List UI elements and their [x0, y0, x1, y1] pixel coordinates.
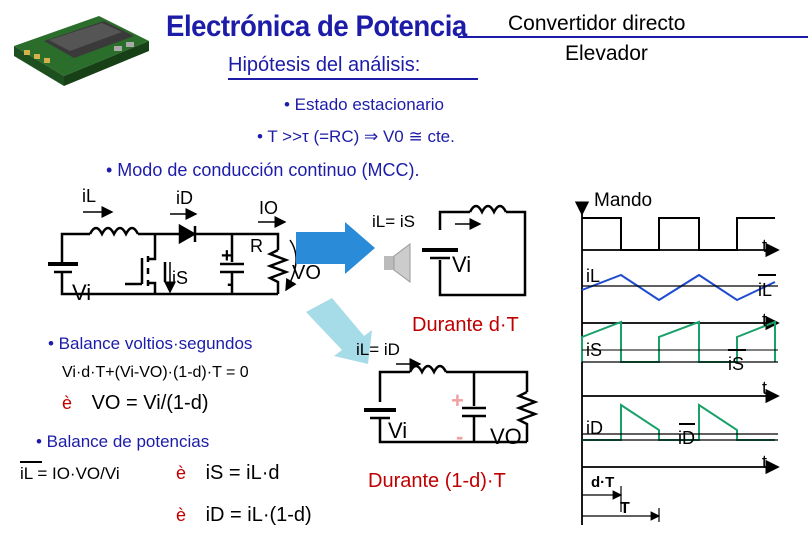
- t-label-4: t: [762, 452, 768, 472]
- arrow-off-state: [306, 298, 372, 364]
- id-result: è iD = iL·(1-d): [176, 504, 312, 526]
- volt-second-equation: Vi·d·T+(Vi-VO)·(1-d)·T = 0: [62, 364, 249, 381]
- is-result: è iS = iL·d: [176, 462, 280, 484]
- off-state-circuit: [364, 364, 539, 444]
- mando-label: Mando: [594, 190, 653, 211]
- volt-second-balance: • Balance voltios·segundos: [48, 334, 253, 353]
- t-label-2: t: [762, 310, 768, 330]
- off-state-vi: Vi: [388, 418, 408, 443]
- svg-text:+: +: [221, 245, 233, 267]
- wave-is-label: iS: [586, 340, 603, 360]
- boost-circuit: [48, 223, 290, 296]
- hypothesis-underline: [228, 78, 478, 80]
- arrow-on-state: [296, 222, 375, 274]
- wave-id-label: iD: [586, 418, 603, 438]
- on-state-caption: Durante d·T: [412, 314, 519, 336]
- arrow-glyph: è: [176, 505, 187, 525]
- off-state-caption: Durante (1-d)·T: [368, 470, 506, 492]
- assumption-steady-state: • Estado estacionario: [284, 95, 444, 114]
- arrow-glyph: è: [62, 393, 73, 413]
- mando-wave: [582, 217, 775, 251]
- off-state-current: iL= iD: [356, 340, 400, 359]
- on-state-circuit: [422, 204, 527, 297]
- circuit-vo-label: VO: [292, 262, 321, 284]
- t-label-1: t: [762, 236, 768, 256]
- period-label: T: [620, 500, 630, 517]
- hypothesis-heading: Hipótesis del análisis:: [228, 54, 421, 76]
- on-state-current: iL= iS: [372, 212, 415, 231]
- svg-text:-: -: [456, 424, 463, 449]
- circuit-il-label: iL: [82, 186, 97, 206]
- speaker-icon: [384, 243, 411, 283]
- wave-il-avg-label: iL: [758, 280, 773, 300]
- subtitle-line2: Elevador: [565, 42, 648, 65]
- circuit-id-label: iD: [176, 188, 193, 208]
- logo-image: [4, 6, 154, 90]
- on-state-vi: Vi: [452, 252, 472, 277]
- is-wave: [581, 320, 776, 363]
- off-state-vo: VO: [490, 424, 522, 449]
- title-rule: [458, 36, 808, 38]
- il-wave: [581, 273, 776, 302]
- wave-is-avg-label: iS: [728, 354, 745, 374]
- circuit-io-label: IO: [259, 198, 279, 218]
- wave-id-avg-label: iD: [678, 428, 695, 448]
- page-title: Electrónica de Potencia: [166, 10, 467, 43]
- power-balance: • Balance de potencias: [36, 432, 210, 451]
- svg-text:+: +: [451, 388, 464, 413]
- t-label-3: t: [762, 378, 768, 398]
- svg-text:-: -: [227, 273, 234, 295]
- circuit-is-label: iS: [172, 268, 189, 288]
- assumption-time-constant: • T >>τ (=RC) ⇒ V0 ≅ cte.: [257, 127, 455, 146]
- duty-time-label: d·T: [591, 474, 615, 491]
- volt-second-result: è VO = Vi/(1-d): [62, 392, 209, 414]
- igbt-module-icon: [14, 16, 149, 86]
- arrow-glyph: è: [176, 463, 187, 483]
- subtitle-line1: Convertidor directo: [508, 12, 686, 35]
- wave-il-label: iL: [586, 266, 601, 286]
- circuit-r-label: R: [250, 236, 263, 256]
- assumption-mcc: • Modo de conducción continuo (MCC).: [106, 160, 420, 180]
- waveform-axes: [574, 201, 780, 525]
- circuit-vi-label: Vi: [72, 280, 92, 305]
- power-equation: iL = IO·VO/Vi: [20, 464, 120, 483]
